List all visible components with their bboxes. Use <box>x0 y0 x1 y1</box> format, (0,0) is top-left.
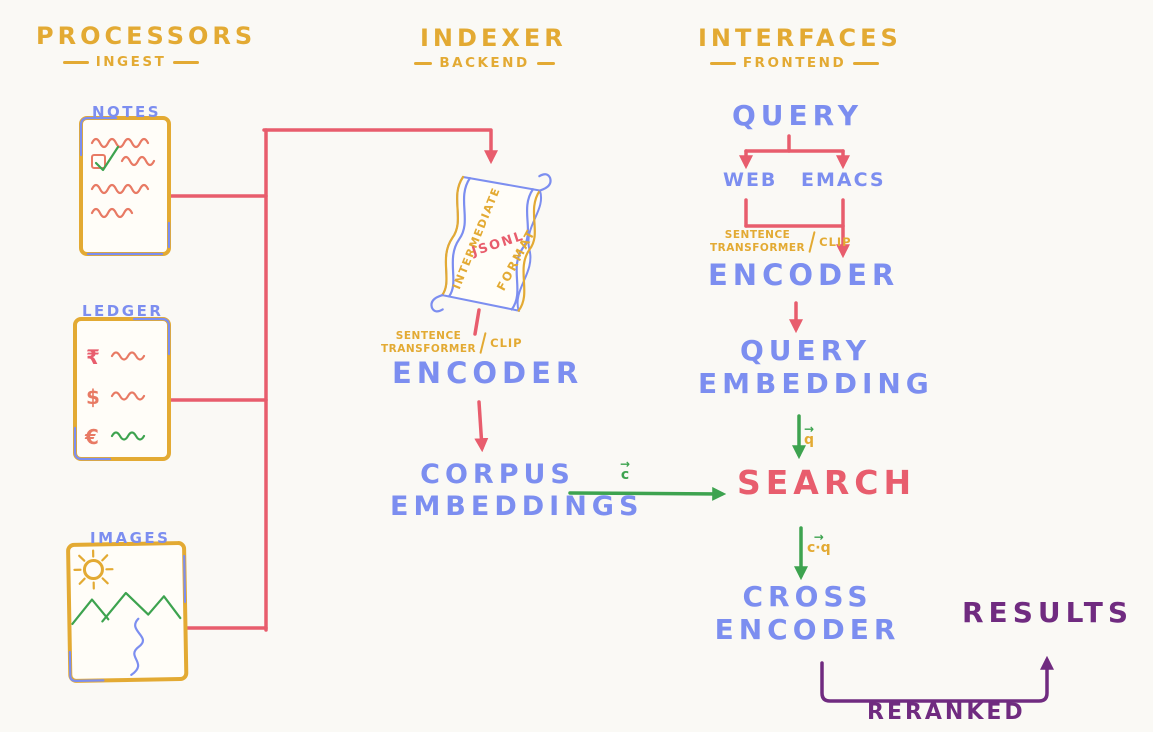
indexer-column-title: INDEXER <box>420 24 567 52</box>
clip-label: CLIP <box>490 335 523 350</box>
ingest-connectors <box>168 128 498 632</box>
notes-document-icon <box>79 116 171 256</box>
scroll-left-band <box>441 175 465 297</box>
cross-encoder-line1: CROSS <box>742 580 873 613</box>
subtitle-dash <box>853 61 880 65</box>
ledger-doc-border <box>73 317 171 461</box>
dollar-glyph: $ <box>86 385 100 409</box>
subtitle-dash <box>62 60 89 64</box>
query-embedding-label: QUERY EMBEDDING <box>698 334 934 401</box>
caption-line2: TRANSFORMER <box>381 342 477 355</box>
scroll-top-curl <box>538 173 552 192</box>
ledger-doc-bottom-accent <box>73 426 112 461</box>
scroll-left-edge <box>447 177 472 298</box>
subtitle-dash <box>536 61 555 65</box>
euro-glyph: € <box>84 425 99 449</box>
subtitle-dash <box>414 61 433 65</box>
query-embedding-line1: QUERY <box>740 334 871 367</box>
subtitle-text: INGEST <box>95 54 167 70</box>
text-squiggle <box>120 155 156 167</box>
corpus-line2: EMBEDDINGS <box>390 490 644 522</box>
checkbox-icon <box>91 154 106 169</box>
interfaces-column-subtitle: FRONTEND <box>697 55 892 71</box>
caption-line1: SENTENCE <box>724 229 791 241</box>
subtitle-text: BACKEND <box>439 55 530 71</box>
query-label: QUERY <box>732 99 863 132</box>
jsonl-scroll-icon: INTERMEDIATE JSONL FORMAT <box>430 173 552 313</box>
mountain-icon <box>71 598 110 626</box>
query-vector-label: → q <box>804 423 814 447</box>
vector-letter: q <box>804 432 815 448</box>
scroll-to-encoder-line <box>473 308 481 336</box>
dot-product-label: → c·q <box>807 531 831 555</box>
indexer-model-caption: SENTENCE TRANSFORMER CLIP <box>381 330 523 355</box>
images-label: IMAGES <box>90 529 171 547</box>
vector-arrow-icon: → <box>813 530 824 544</box>
corpus-line1: CORPUS <box>420 459 575 490</box>
subtitle-dash <box>173 60 200 64</box>
reranked-label: RERANKED <box>867 700 1026 725</box>
vector-arrow-icon: → <box>804 422 815 436</box>
subtitle-text: FRONTEND <box>742 55 847 71</box>
sentence-transformer-label: SENTENCE TRANSFORMER <box>381 330 476 355</box>
text-squiggle <box>90 207 134 219</box>
query-embedding-line2: EMBEDDING <box>698 367 934 401</box>
interfaces-arrows <box>739 134 1054 703</box>
indexer-column-subtitle: BACKEND <box>412 55 557 71</box>
interfaces-column-title: INTERFACES <box>698 24 902 52</box>
vector-letter: c·q <box>807 540 831 556</box>
indexer-arrows <box>473 308 727 501</box>
notes-doc-corner-accent <box>79 116 118 157</box>
processors-column-subtitle: INGEST <box>36 54 226 70</box>
text-squiggle <box>110 431 146 441</box>
ledger-label: LEDGER <box>82 302 164 320</box>
clip-label: CLIP <box>819 234 852 249</box>
sun-icon <box>73 549 114 590</box>
results-label: RESULTS <box>962 596 1134 629</box>
indexer-encoder-label: ENCODER <box>392 356 584 390</box>
checkmark-icon <box>94 145 120 172</box>
vector-letter: c <box>620 467 630 483</box>
ledger-document-icon: ₹ $ € <box>73 317 171 461</box>
river-icon <box>130 617 144 676</box>
text-squiggle <box>110 351 146 361</box>
rupee-glyph: ₹ <box>86 345 100 369</box>
images-doc-right-accent <box>183 554 187 604</box>
text-squiggle <box>110 391 146 401</box>
cross-encoder-label: CROSS ENCODER <box>700 580 915 646</box>
caption-divider <box>808 230 816 253</box>
interfaces-model-caption: SENTENCE TRANSFORMER CLIP <box>710 229 852 254</box>
text-squiggle <box>90 183 150 195</box>
caption-line2: TRANSFORMER <box>710 241 806 254</box>
sentence-transformer-label: SENTENCE TRANSFORMER <box>710 229 805 254</box>
ingest-to-scroll-arrow <box>262 128 498 165</box>
corpus-vector-label: → c <box>620 458 630 482</box>
scroll-right-band <box>517 189 541 312</box>
corpus-embeddings-label: CORPUS EMBEDDINGS <box>390 459 644 523</box>
notes-label: NOTES <box>92 103 162 121</box>
scroll-right-edge <box>510 188 535 311</box>
processors-column-title: PROCESSORS <box>36 22 257 50</box>
vector-arrow-icon: → <box>620 457 631 471</box>
subtitle-dash <box>709 61 736 65</box>
text-squiggle <box>90 137 150 149</box>
mountain-icon <box>101 591 182 623</box>
interfaces-encoder-label: ENCODER <box>708 258 900 292</box>
ledger-doc-corner-accent <box>132 317 171 356</box>
scroll-bottom-curl <box>430 294 444 313</box>
cross-to-results-arrow <box>820 655 1054 703</box>
search-label: SEARCH <box>737 463 917 502</box>
caption-divider <box>479 331 487 354</box>
web-client-label: WEB <box>723 169 778 191</box>
images-doc-bottom-accent <box>68 650 105 682</box>
corpus-to-search-arrow <box>568 486 727 501</box>
images-document-icon <box>66 541 189 683</box>
emacs-client-label: EMACS <box>801 169 886 191</box>
encoder-to-corpus-arrow <box>474 400 489 453</box>
cross-encoder-line2: ENCODER <box>714 613 901 647</box>
caption-line1: SENTENCE <box>395 330 462 342</box>
